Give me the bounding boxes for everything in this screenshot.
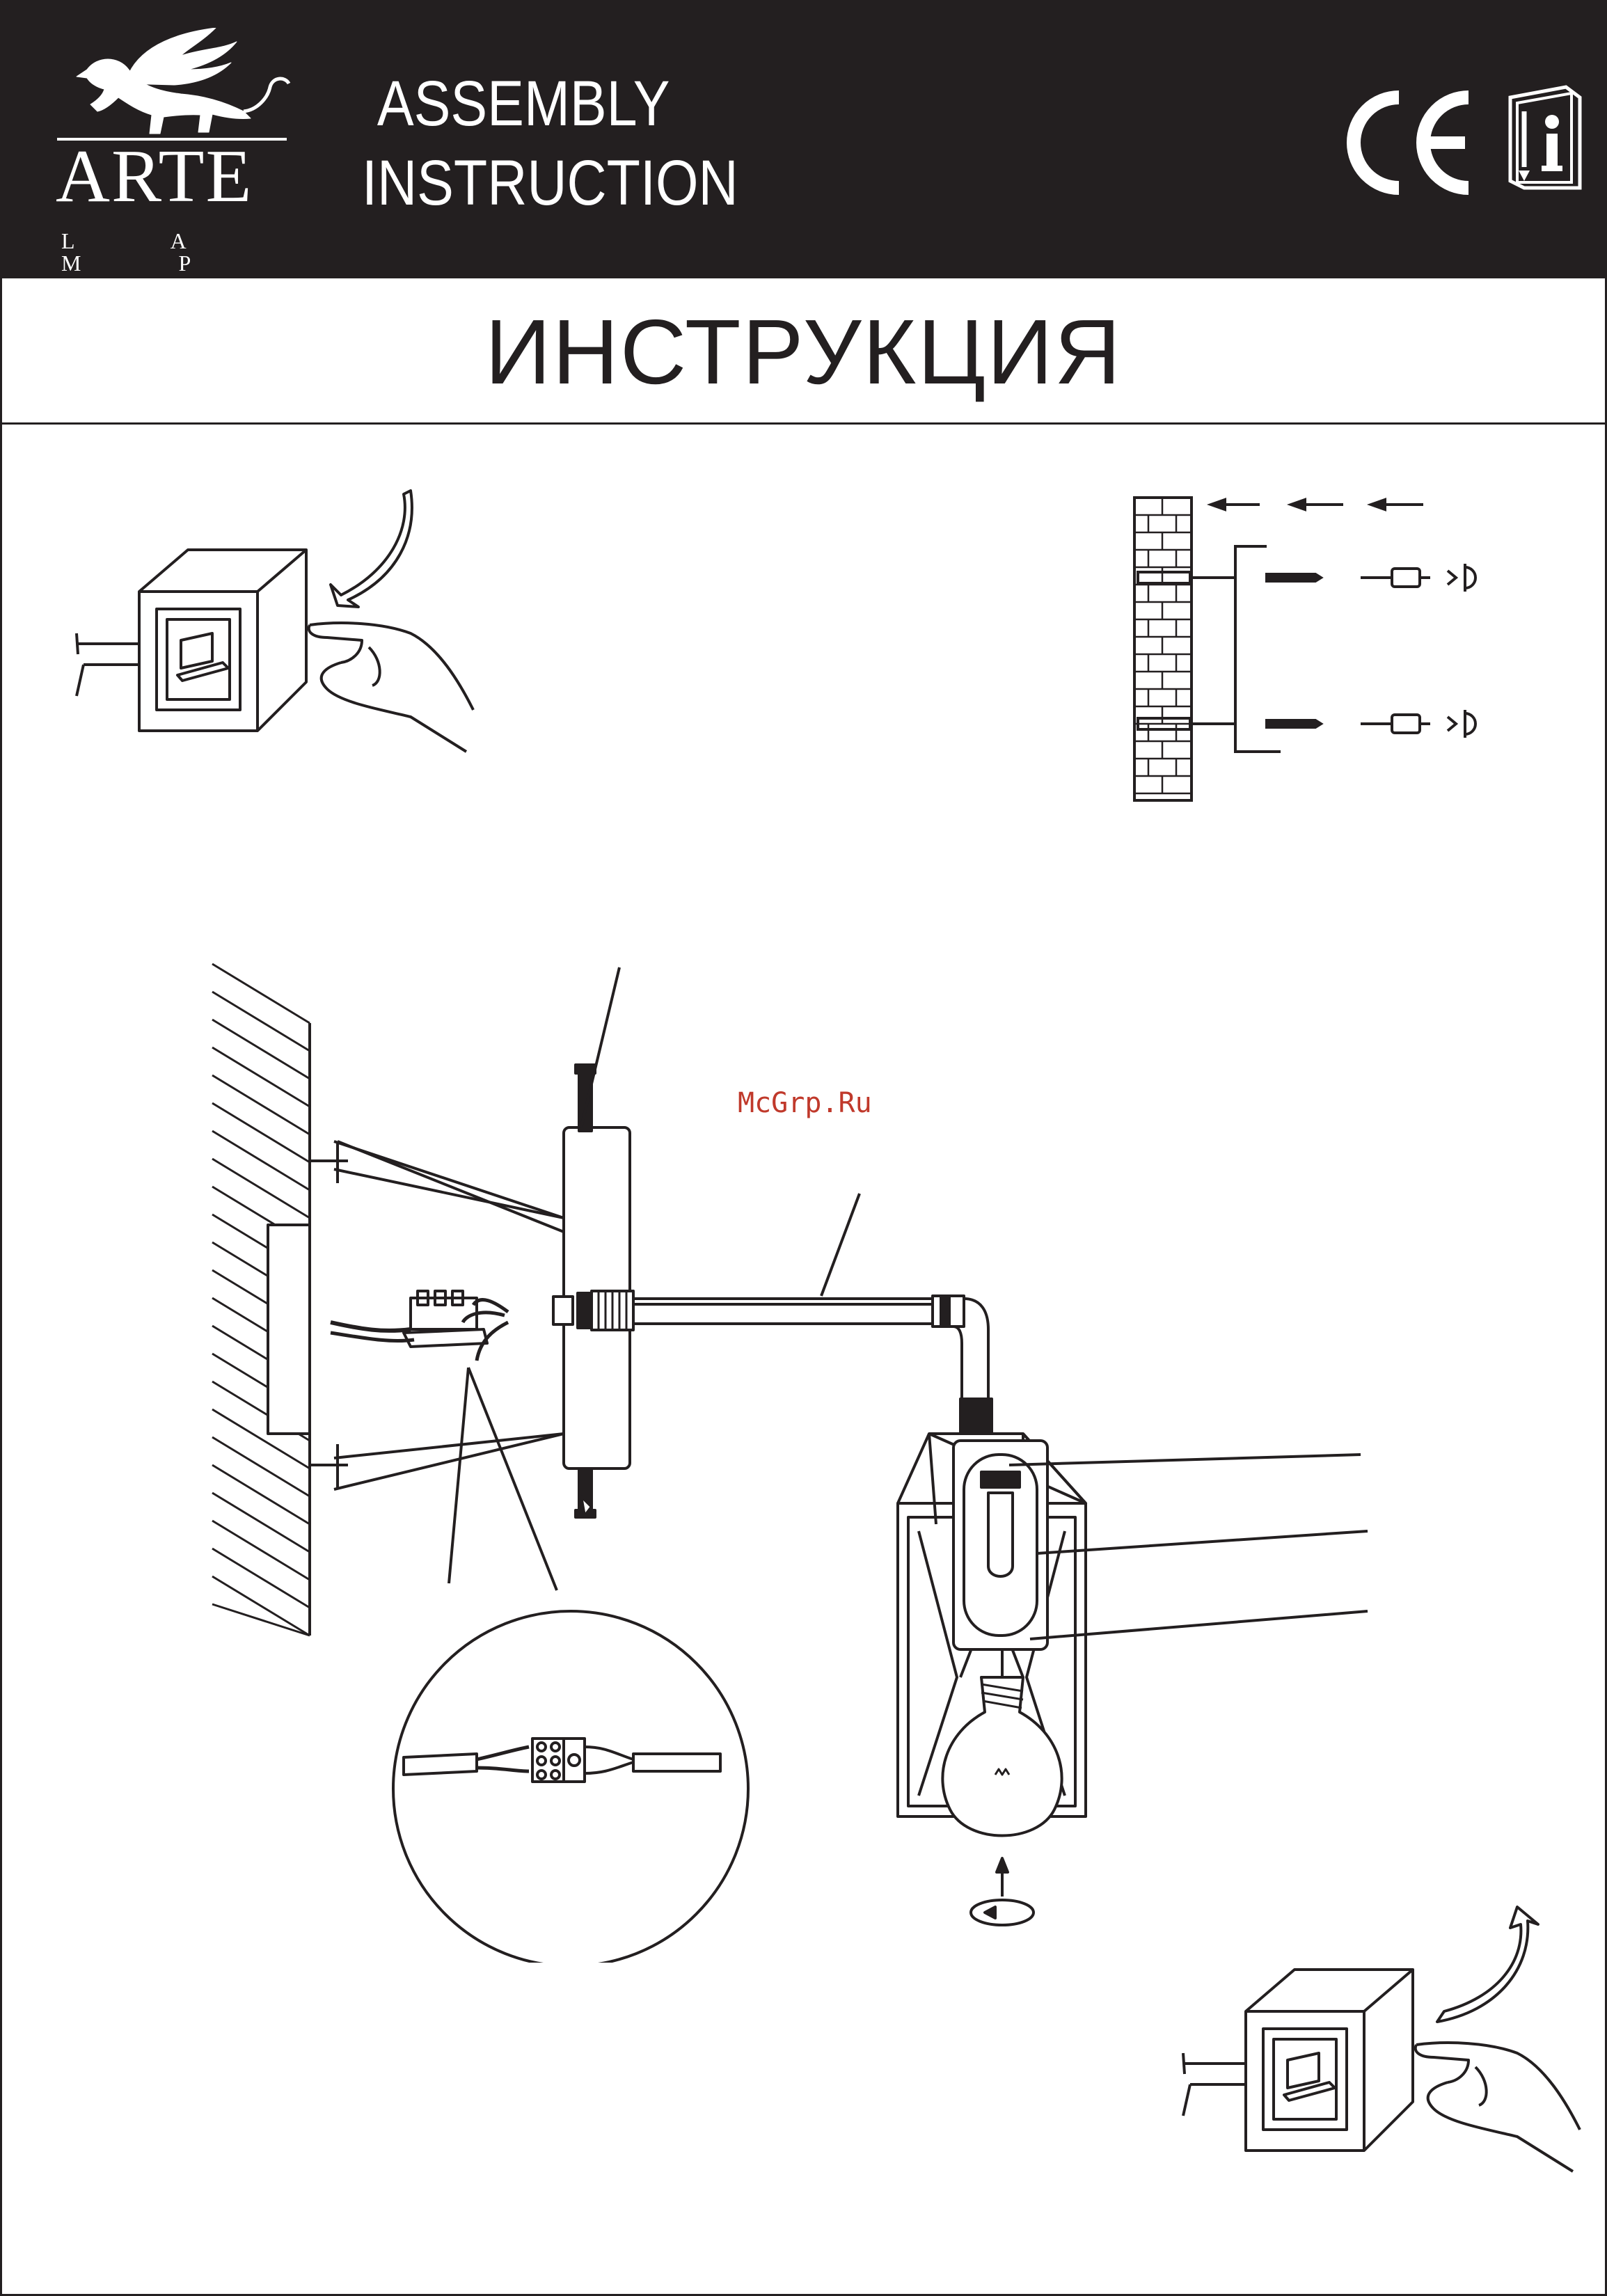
switch-rocker <box>1288 2053 1319 2088</box>
wall-plug-upper <box>1138 572 1190 583</box>
wall-switch-box <box>1246 1970 1413 2151</box>
turn-off-arrow-icon <box>331 491 412 607</box>
wall-junction-box <box>268 1225 310 1434</box>
leader-shade <box>1009 1455 1361 1465</box>
switch-off-illustration <box>63 473 494 766</box>
hand-icon <box>1416 2043 1580 2171</box>
top-screw <box>579 1068 592 1131</box>
switch-on-illustration <box>1169 1893 1601 2185</box>
lamp-arm <box>633 1299 933 1324</box>
terminal-block <box>411 1298 477 1329</box>
wall-mounting-illustration <box>1114 487 1517 814</box>
turn-on-arrow-icon <box>1437 1907 1538 2022</box>
assembly-instruction-title: ASSEMBLY INSTRUCTION <box>362 64 685 223</box>
hand-icon <box>309 623 473 752</box>
supply-wires <box>331 1322 411 1331</box>
header-bar: ARTE L A M P ASSEMBLY INSTRUCTION CE <box>0 0 1607 278</box>
terminal-detail-callout <box>393 1611 748 1963</box>
instruction-manual-icon <box>1503 84 1587 195</box>
logo-subtitle: L A M P <box>61 230 299 274</box>
page-title-ru: ИНСТРУКЦИЯ <box>0 306 1607 398</box>
socket-thread <box>960 1399 992 1434</box>
screw-upper <box>1267 574 1321 581</box>
arte-lamp-logo: ARTE L A M P <box>49 28 299 264</box>
griffin-icon <box>49 28 299 146</box>
logo-wordmark: ARTE <box>56 139 253 214</box>
switch-rocker <box>181 633 212 668</box>
title-line-2: INSTRUCTION <box>362 143 685 223</box>
cap-lower <box>1392 715 1420 733</box>
watermark: McGrp.Ru <box>738 1087 872 1119</box>
ce-mark-icon: CE <box>1343 84 1475 202</box>
screw-lower <box>1267 720 1321 727</box>
cap-upper <box>1392 569 1420 587</box>
wall-switch-box <box>139 550 306 731</box>
title-line-1: ASSEMBLY <box>362 64 685 143</box>
